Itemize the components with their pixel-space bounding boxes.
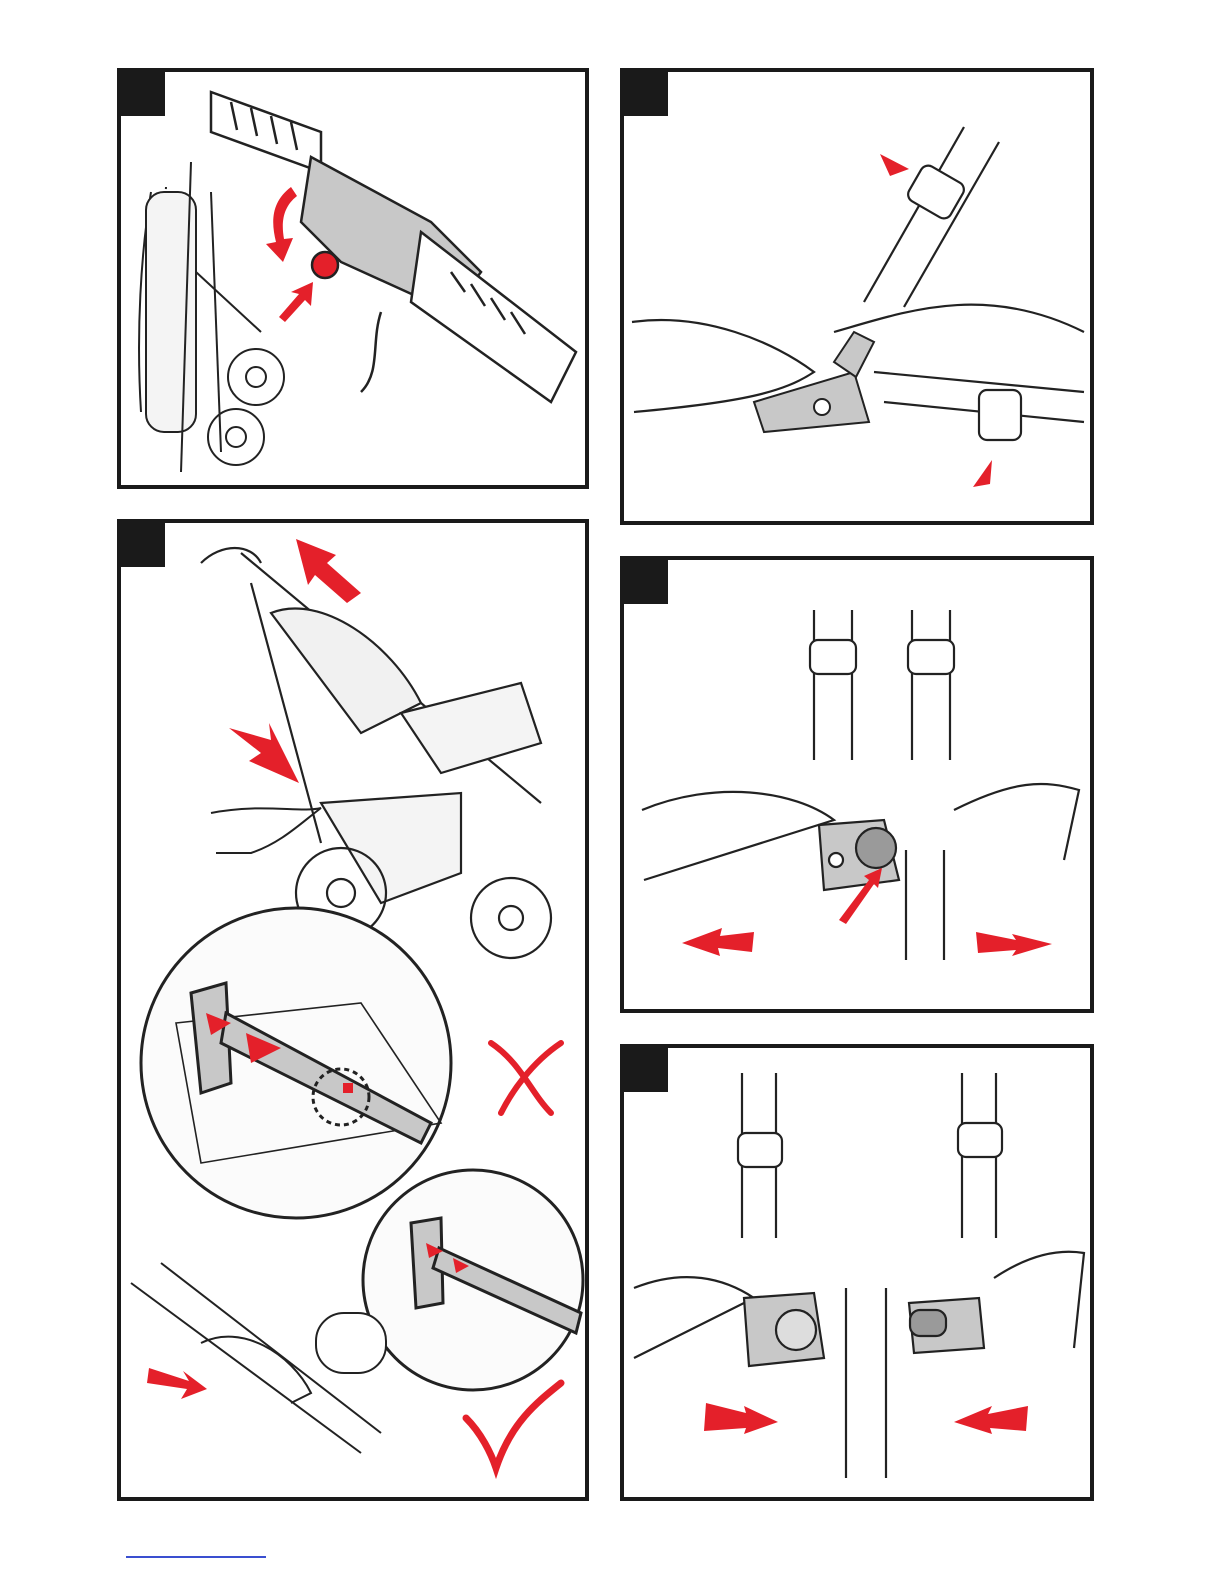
press-button-icon — [819, 820, 899, 890]
illustration-strap-buckle-adjust — [624, 72, 1090, 521]
illustration-unfold-stroller — [121, 523, 585, 1497]
detail-incorrect — [141, 908, 451, 1218]
panel-unfold-stroller — [117, 519, 589, 1501]
illustration-fold-release — [121, 72, 585, 485]
stroller-folded-icon — [139, 162, 284, 472]
hand-unlock — [131, 1263, 386, 1453]
handle-lock-button-icon — [211, 92, 576, 402]
panel-fold-release — [117, 68, 589, 489]
buckle-halves — [744, 1293, 984, 1366]
correct-check-icon — [466, 1383, 561, 1468]
illustration-buckle-release — [624, 560, 1090, 1009]
incorrect-x-icon — [491, 1043, 561, 1113]
foot-push-icon — [211, 808, 321, 853]
panel-buckle-fasten — [620, 1044, 1094, 1501]
harness-icon — [642, 610, 1079, 960]
stroller-open-icon — [201, 548, 551, 958]
panel-strap-buckle-adjust — [620, 68, 1094, 525]
arrow-inward-icon — [704, 1403, 1028, 1434]
illustration-buckle-fasten — [624, 1048, 1090, 1497]
footer-rule — [126, 1556, 266, 1558]
panel-buckle-release — [620, 556, 1094, 1013]
detail-correct — [363, 1170, 583, 1390]
